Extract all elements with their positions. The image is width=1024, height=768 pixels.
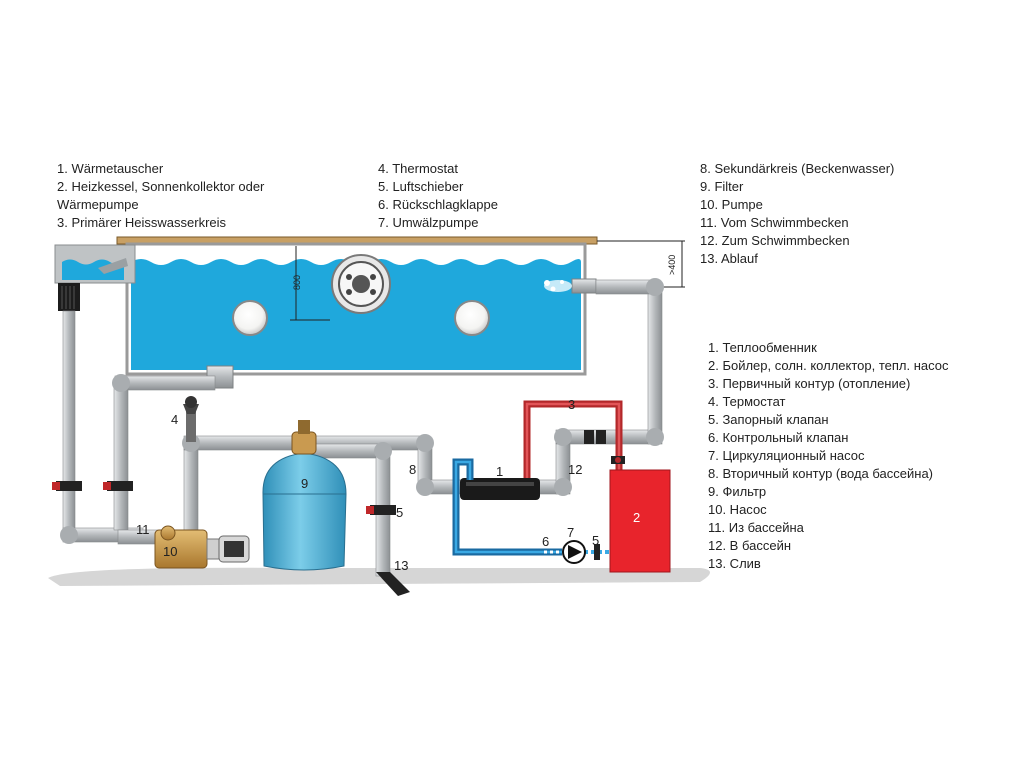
callout-1: 1: [496, 464, 503, 479]
boiler: [609, 469, 671, 573]
callout-3: 3: [568, 397, 575, 412]
legend-entry: 11. Vom Schwimmbecken: [700, 215, 849, 230]
legend-entry: 1. Теплообменник: [708, 340, 817, 355]
callout-13: 13: [394, 558, 408, 573]
callout-7: 7: [567, 525, 574, 540]
callout-5b: 5: [592, 533, 599, 548]
callout-4: 4: [171, 412, 178, 427]
depth-dimension-label: 800: [292, 275, 302, 290]
legend-entry: 11. Из бассейна: [708, 520, 804, 535]
ground: [48, 567, 710, 586]
legend-german-column-1: 1. Wärmetauscher 2. Heizkessel, Sonnenkol…: [57, 160, 264, 232]
legend-entry: 12. В бассейн: [708, 538, 792, 553]
legend-entry: 4. Термостат: [708, 394, 786, 409]
counter-current-nozzle: [331, 254, 391, 314]
primary-heating-circuit: [523, 400, 623, 478]
legend-entry: 3. Primärer Heisswasserkreis: [57, 215, 227, 230]
legend-entry: 6. Rückschlagklappe: [378, 197, 498, 212]
legend-entry: 2. Heizkessel, Sonnenkollektor oder: [57, 179, 265, 194]
legend-entry: 1. Wärmetauscher: [57, 161, 164, 176]
shutoff-valve-return-line: [584, 430, 606, 444]
shutoff-valve-primary: [611, 456, 625, 464]
legend-entry: 4. Thermostat: [378, 161, 458, 176]
heat-exchanger: [460, 478, 540, 500]
legend-entry: 13. Ablauf: [700, 251, 758, 266]
legend-entry: 3. Первичный контур (отопление): [708, 376, 911, 391]
depth-dimension: 800: [290, 246, 330, 321]
legend-entry: 9. Filter: [700, 179, 744, 194]
legend-entry: 6. Контрольный клапан: [708, 430, 849, 445]
callout-2: 2: [633, 510, 640, 525]
legend-entry: 7. Циркуляционный насос: [708, 448, 865, 463]
legend-entry: 9. Фильтр: [708, 484, 767, 499]
secondary-heating-return: [452, 458, 612, 556]
legend-entry: 7. Umwälzpumpe: [378, 215, 479, 230]
callout-12: 12: [568, 462, 582, 477]
shutoff-valve-waste-line: [366, 505, 396, 515]
sand-filter: [262, 420, 347, 571]
heating-circulation-pump: [562, 540, 586, 564]
shutoff-valve-drain-line: [103, 481, 133, 491]
legend-russian: 1. Теплообменник 2. Бойлер, солн. коллект…: [708, 339, 949, 573]
circulation-pump-main: [154, 525, 250, 569]
pool-lamp-right: [454, 300, 490, 336]
legend-entry: 8. Sekundärkreis (Beckenwasser): [700, 161, 895, 176]
legend-entry: 10. Насос: [708, 502, 767, 517]
legend-german-column-3: 8. Sekundärkreis (Beckenwasser) 9. Filter…: [700, 160, 894, 268]
callout-9: 9: [301, 476, 308, 491]
callout-6: 6: [542, 534, 549, 549]
callout-5a: 5: [396, 505, 403, 520]
legend-entry: 5. Запорный клапан: [708, 412, 829, 427]
thermostat: [183, 396, 199, 442]
skimmer: [54, 244, 136, 311]
callout-10: 10: [163, 544, 177, 559]
shutoff-valve-skimmer-line: [52, 481, 82, 491]
legend-entry: 12. Zum Schwimmbecken: [700, 233, 850, 248]
legend-entry: 13. Слив: [708, 556, 761, 571]
pool-lamp-left: [232, 300, 268, 336]
callout-8: 8: [409, 462, 416, 477]
waste-outlet: [376, 572, 410, 596]
legend-entry: 8. Вторичный контур (вода бассейна): [708, 466, 933, 481]
check-valve: [594, 544, 600, 560]
legend-entry: 5. Luftschieber: [378, 179, 464, 194]
height-dimension-label: >400: [667, 255, 677, 275]
legend-entry: Wärmepumpe: [57, 197, 139, 212]
callout-11: 11: [136, 522, 150, 537]
legend-entry: 2. Бойлер, солн. коллектор, тепл. насос: [708, 358, 949, 373]
legend-german-column-2: 4. Thermostat 5. Luftschieber 6. Rückschla…: [378, 160, 498, 232]
legend-entry: 10. Pumpe: [700, 197, 763, 212]
inlet-nozzle: [544, 278, 597, 294]
